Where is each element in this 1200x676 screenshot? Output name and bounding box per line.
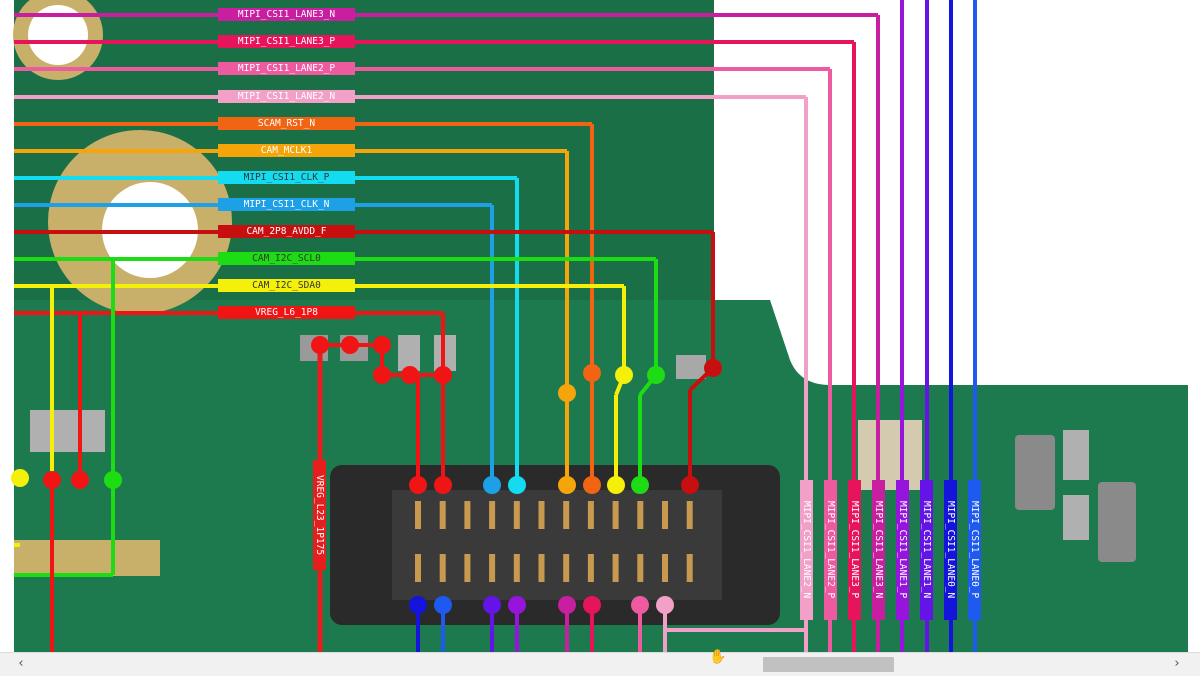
vertical-net-label-vreg-l23-1p175: VREG_L23_1P175 [313,460,326,570]
connector-pin [439,554,446,582]
vertical-net-label-mipi-csi1-lane0-p: MIPI_CSI1_LANE0_P [968,480,981,620]
net-label-cam-mclk1: CAM_MCLK1 [218,144,355,157]
vertical-net-label-mipi-csi1-lane0-n: MIPI_CSI1_LANE0_N [944,480,957,620]
schematic-viewer[interactable]: MIPI_CSI1_LANE3_N MIPI_CSI1_LANE3_P MIPI_C… [0,0,1200,652]
connector-pin [415,554,421,582]
net-dot [409,476,427,494]
scrollbar-thumb[interactable] [763,657,894,672]
connector-pin [464,554,471,582]
net-dot [647,366,665,384]
connector-pin [686,554,693,582]
net-dot [311,336,329,354]
net-dot [508,476,526,494]
connector-pin [637,554,644,582]
net-dot [401,366,419,384]
board-image [11,0,1188,652]
net-dot [434,596,452,614]
net-dot [508,596,526,614]
connector-pin [587,554,594,582]
net-dot [681,476,699,494]
net-dot [341,336,359,354]
net-dot [631,476,649,494]
vertical-net-label-mipi-csi1-lane1-p: MIPI_CSI1_LANE1_P [896,480,909,620]
vertical-net-label-mipi-csi1-lane3-p: MIPI_CSI1_LANE3_P [848,480,861,620]
net-dot [373,366,391,384]
connector-pin [563,554,570,582]
net-dot [434,366,452,384]
net-label-mipi-csi1-clk-p: MIPI_CSI1_CLK_P [218,171,355,184]
net-label-mipi-csi1-lane2-n: MIPI_CSI1_LANE2_N [218,90,355,103]
net-label-scam-rst-n: SCAM_RST_N [218,117,355,130]
net-label-cam-i2c-sda0: CAM_I2C_SDA0 [218,279,355,292]
net-label-mipi-csi1-lane3-n: MIPI_CSI1_LANE3_N [218,8,355,21]
net-dot [373,336,391,354]
net-label-cam-i2c-scl0: CAM_I2C_SCL0 [218,252,355,265]
net-dot [11,469,29,487]
connector-pin [513,554,520,582]
net-dot [43,471,61,489]
net-dot [631,596,649,614]
connector-pin [612,554,619,582]
net-dot [704,359,722,377]
net-label-mipi-csi1-clk-n: MIPI_CSI1_CLK_N [218,198,355,211]
vertical-net-label-mipi-csi1-lane2-p: MIPI_CSI1_LANE2_P [824,480,837,620]
connector-pin [415,501,421,529]
net-dot [409,596,427,614]
net-label-mipi-csi1-lane2-p: MIPI_CSI1_LANE2_P [218,62,355,75]
connector-pin [662,501,668,529]
net-label-cam-2p8-avdd-f: CAM_2P8_AVDD_F [218,225,355,238]
net-dot [583,596,601,614]
vertical-net-label-mipi-csi1-lane3-n: MIPI_CSI1_LANE3_N [872,480,885,620]
connector-pin [513,501,520,529]
vertical-net-label-mipi-csi1-lane2-n: MIPI_CSI1_LANE2_N [800,480,813,620]
connector-pin [489,501,496,529]
net-dot [558,384,576,402]
connector-pin [538,554,545,582]
net-dot [104,471,122,489]
net-dot [558,596,576,614]
net-dot [583,476,601,494]
net-dot [558,476,576,494]
horizontal-scrollbar[interactable]: ‹ › [0,652,1200,676]
connector-pin [686,501,693,529]
net-dot [583,364,601,382]
connector-pin [538,501,545,529]
connector-pin [637,501,644,529]
net-dot [615,366,633,384]
net-dot [71,471,89,489]
scroll-left-arrow-icon[interactable]: ‹ [18,656,24,671]
net-dot [434,476,452,494]
net-label-mipi-csi1-lane3-p: MIPI_CSI1_LANE3_P [218,35,355,48]
net-dot [483,476,501,494]
connector-pin [662,554,668,582]
hand-cursor-icon: ✋ [709,649,727,665]
connector-pin [464,501,471,529]
connector-pin [439,501,446,529]
net-dot [607,476,625,494]
connector-pin [612,501,619,529]
net-dot [483,596,501,614]
connector-pin [563,501,570,529]
connector-pin [587,501,594,529]
vertical-net-label-mipi-csi1-lane1-n: MIPI_CSI1_LANE1_N [920,480,933,620]
net-label-vreg-l6-1p8: VREG_L6_1P8 [218,306,355,319]
connector-pin [489,554,496,582]
scroll-right-arrow-icon[interactable]: › [1174,656,1180,671]
net-dot [656,596,674,614]
